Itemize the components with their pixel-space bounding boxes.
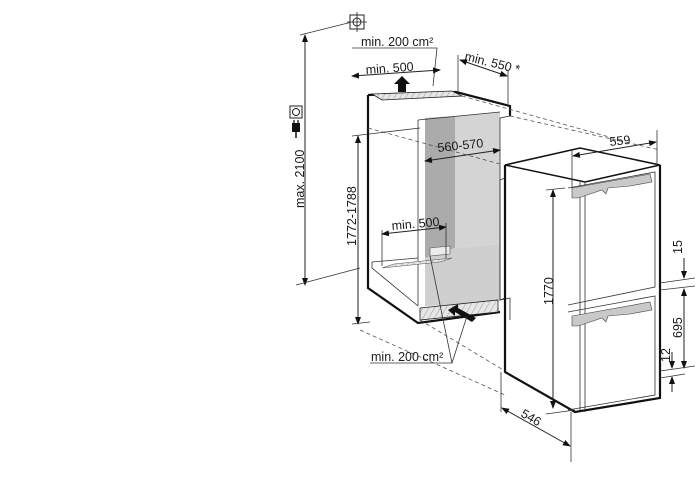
max-height-label: max. 2100 [293, 150, 307, 208]
niche-back-dark [425, 116, 455, 258]
niche-back-light [455, 112, 500, 248]
rear-vent-slot [429, 245, 451, 257]
appliance [499, 147, 662, 414]
dimension-lower-door-height: 695 [659, 285, 696, 372]
crosshair-circle-icon [347, 12, 367, 32]
vent-top-depth-label: min. 500 [365, 60, 414, 77]
upper-handle [571, 173, 653, 199]
appliance-height-label: 1770 [542, 277, 556, 305]
dimension-vent-top-depth: min. 500 [351, 60, 441, 79]
up-arrow-icon [394, 76, 410, 92]
niche-cabinet [366, 90, 512, 325]
plug-icon [292, 120, 300, 138]
socket-icon [289, 105, 303, 119]
dimension-max-height: max. 2100 [293, 21, 361, 286]
dimension-niche-width: 560-570 [424, 136, 501, 163]
floor-vent [381, 257, 453, 269]
bottom-gap-label: 12 [659, 348, 673, 362]
dimension-appliance-depth: 546 [500, 372, 572, 462]
dimension-niche-height: 1772-1788 [345, 127, 421, 325]
niche-height-label: 1772-1788 [345, 186, 359, 246]
top-vent [370, 90, 464, 101]
dimension-vent-bottom-area: min. 200 cm² [370, 255, 468, 364]
lower-handle [571, 301, 653, 327]
appliance-width-label: 559 [609, 133, 631, 149]
appliance-depth-label: 546 [519, 406, 544, 429]
diagonal-arrow-icon [448, 304, 476, 322]
top-gap-label: 15 [671, 240, 685, 254]
dimension-top-gap: 15 [659, 240, 696, 284]
vent-bottom-depth-label: min. 500 [391, 215, 440, 233]
lower-door-height-label: 695 [671, 317, 685, 338]
dimension-appliance-height: 1770 [542, 187, 576, 415]
side-clearance-label: min. 550 * [463, 49, 521, 76]
dimension-vent-bottom-depth: min. 500 [381, 215, 447, 266]
vent-top-area-label: min. 200 cm² [361, 35, 433, 49]
dimension-appliance-width: 559 [571, 130, 658, 188]
niche-width-label: 560-570 [437, 136, 484, 155]
vent-bottom-area-label: min. 200 cm² [371, 350, 443, 364]
dimension-bottom-gap: 12 [659, 348, 686, 392]
